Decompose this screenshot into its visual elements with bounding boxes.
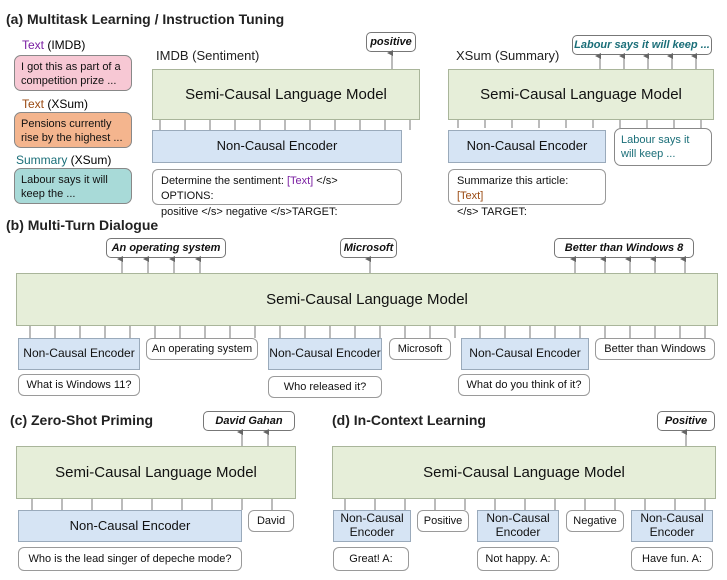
side-box-xsum-summary: Labour says it will keep the ...: [14, 168, 132, 204]
dialogue-answer-3: Better than Windows: [595, 338, 715, 360]
xsum-output-box: Labour says it will keep ...: [572, 35, 712, 55]
icl-input-3: Have fun. A:: [631, 547, 713, 571]
icl-label-1: Positive: [417, 510, 469, 532]
xsum-encoder: Non-Causal Encoder: [448, 130, 606, 163]
dialogue-answer-1: An operating system: [146, 338, 258, 360]
dialogue-encoder-2: Non-Causal Encoder: [268, 338, 382, 370]
dialogue-language-model: Semi-Causal Language Model: [16, 273, 718, 326]
dialogue-question-1: What is Windows 11?: [18, 374, 140, 396]
dialogue-question-2: Who released it?: [268, 376, 382, 398]
dialogue-output-2: Microsoft: [340, 238, 397, 258]
xsum-target-text: Labour says it will keep ...: [614, 128, 712, 166]
section-title-b: (b) Multi-Turn Dialogue: [6, 217, 159, 233]
imdb-panel-title: IMDB (Sentiment): [156, 48, 260, 63]
imdb-output-box: positive: [366, 32, 416, 52]
dialogue-question-3: What do you think of it?: [458, 374, 590, 396]
dialogue-output-1: An operating system: [106, 238, 226, 258]
section-title-c: (c) Zero-Shot Priming: [10, 412, 154, 428]
icl-label-2: Negative: [566, 510, 624, 532]
dialogue-encoder-3: Non-Causal Encoder: [461, 338, 589, 370]
xsum-panel-title: XSum (Summary): [456, 48, 560, 63]
xsum-language-model: Semi-Causal Language Model: [448, 69, 714, 120]
side-label-xsum-text: Text (XSum): [22, 97, 89, 111]
dialogue-answer-2: Microsoft: [389, 338, 451, 360]
zeroshot-side-answer: David: [248, 510, 294, 532]
xsum-prompt: Summarize this article: [Text] </s> TARG…: [448, 169, 606, 218]
imdb-prompt: Determine the sentiment: [Text] </s> OPT…: [152, 169, 402, 218]
icl-input-2: Not happy. A:: [477, 547, 559, 571]
icl-input-1: Great! A:: [333, 547, 409, 571]
zeroshot-output-box: David Gahan: [203, 411, 295, 431]
side-box-xsum-text: Pensions currently rise by the highest .…: [14, 112, 132, 148]
zeroshot-encoder: Non-Causal Encoder: [18, 510, 242, 542]
imdb-encoder: Non-Causal Encoder: [152, 130, 402, 163]
zeroshot-language-model: Semi-Causal Language Model: [16, 446, 296, 499]
side-label-imdb-text: Text (IMDB): [22, 38, 86, 52]
dialogue-output-3: Better than Windows 8: [554, 238, 694, 258]
side-box-imdb-text: I got this as part of a competition priz…: [14, 55, 132, 91]
icl-language-model: Semi-Causal Language Model: [332, 446, 716, 499]
icl-output-box: Positive: [657, 411, 715, 431]
section-title-a: (a) Multitask Learning / Instruction Tun…: [6, 11, 285, 27]
zeroshot-question: Who is the lead singer of depeche mode?: [18, 547, 242, 571]
side-label-xsum-summary: Summary (XSum): [16, 153, 112, 167]
imdb-language-model: Semi-Causal Language Model: [152, 69, 420, 120]
section-title-d: (d) In-Context Learning: [332, 412, 486, 428]
dialogue-encoder-1: Non-Causal Encoder: [18, 338, 140, 370]
